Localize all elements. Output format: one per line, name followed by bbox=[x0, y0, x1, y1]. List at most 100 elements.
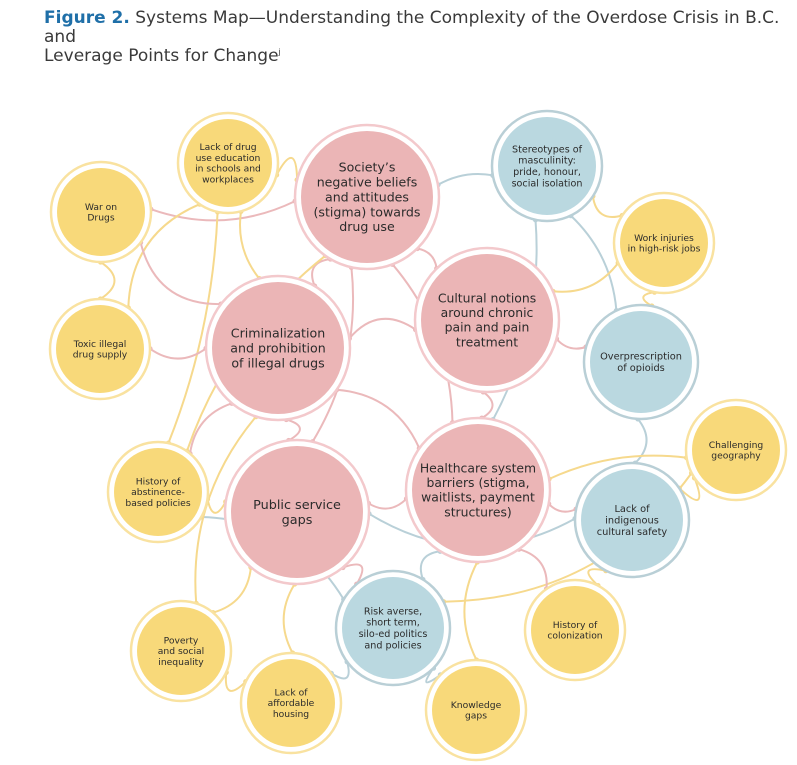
node-circle bbox=[432, 666, 520, 754]
node-label-line: short term, bbox=[366, 618, 420, 629]
node-label-line: Overprescription bbox=[600, 352, 682, 363]
connector-line bbox=[437, 172, 493, 186]
node-label-line: and attitudes bbox=[325, 189, 409, 204]
node-circle bbox=[137, 607, 225, 695]
node-circle bbox=[301, 131, 433, 263]
node-label-line: Lack of drug bbox=[199, 142, 256, 153]
node-label-line: gaps bbox=[465, 711, 487, 722]
node-label-line: abstinence- bbox=[131, 487, 185, 498]
node-label-line: workplaces bbox=[202, 175, 254, 186]
node-label-line: around chronic bbox=[441, 305, 534, 320]
node-label-line: and policies bbox=[364, 640, 421, 651]
node-label-line: drug use bbox=[339, 219, 395, 234]
node-label-line: inequality bbox=[158, 657, 204, 668]
connector-line bbox=[139, 242, 221, 306]
node-label-line: Stereotypes of bbox=[512, 144, 583, 155]
node-label-line: History of bbox=[136, 476, 181, 487]
connector-line bbox=[348, 317, 417, 340]
node-label-line: Poverty bbox=[164, 635, 199, 646]
node-label-line: based policies bbox=[125, 498, 190, 509]
node-circle bbox=[114, 448, 202, 536]
node-label-line: silo-ed politics bbox=[359, 629, 428, 640]
connector-line bbox=[150, 200, 296, 222]
node-label-line: History of bbox=[553, 620, 598, 631]
connector-line bbox=[342, 563, 364, 585]
node-label-line: pain and pain bbox=[445, 320, 530, 335]
node-circle bbox=[57, 168, 145, 256]
node-circle bbox=[590, 311, 692, 413]
connector-line bbox=[149, 347, 207, 360]
node-label-line: Work injuries bbox=[634, 233, 694, 244]
node-label-line: colonization bbox=[547, 631, 602, 642]
node-label-line: Risk averse, bbox=[364, 606, 422, 617]
connector-line bbox=[286, 418, 301, 442]
node-label-line: cultural safety bbox=[597, 527, 668, 538]
connector-line bbox=[127, 203, 201, 308]
node-label-line: use education bbox=[196, 153, 261, 164]
node-label-line: Toxic illegal bbox=[73, 339, 127, 350]
node-label-line: social isolation bbox=[512, 178, 583, 189]
node-label-line: waitlists, payment bbox=[421, 490, 535, 505]
connector-line bbox=[206, 498, 227, 514]
node-label-line: in high-risk jobs bbox=[628, 244, 701, 255]
connector-line bbox=[417, 247, 438, 269]
connector-line bbox=[99, 261, 116, 300]
node-label-line: War on bbox=[85, 202, 117, 213]
node-circle bbox=[692, 406, 780, 494]
connector-line bbox=[642, 291, 655, 307]
node-label-line: masculinity: bbox=[518, 156, 576, 167]
connector-line bbox=[167, 211, 219, 444]
node-label-line: Drugs bbox=[87, 213, 115, 224]
connector-line bbox=[212, 567, 252, 614]
node-label-line: Knowledge bbox=[451, 700, 502, 711]
node-label-line: pride, honour, bbox=[513, 167, 581, 178]
connector-line bbox=[189, 402, 233, 454]
connector-line bbox=[282, 583, 296, 654]
node-label-line: drug supply bbox=[73, 350, 128, 361]
connector-line bbox=[591, 196, 623, 218]
node-circle bbox=[342, 577, 444, 679]
connector-line bbox=[367, 497, 408, 510]
node-label-line: of opioids bbox=[617, 363, 665, 374]
node-label-line: barriers (stigma, bbox=[426, 475, 529, 490]
node-circle bbox=[421, 254, 553, 386]
node-label-line: Society’s bbox=[339, 160, 396, 175]
connector-line bbox=[481, 391, 494, 419]
connector-line bbox=[548, 454, 687, 480]
node-risk-averse-politics: Risk averse,short term,silo-ed politicsa… bbox=[334, 569, 452, 687]
node-circle bbox=[56, 305, 144, 393]
node-label-line: Healthcare system bbox=[420, 460, 536, 475]
node-label-line: in schools and bbox=[195, 164, 261, 175]
node-label-line: Lack of bbox=[614, 504, 650, 515]
node-circle bbox=[620, 199, 708, 287]
connector-line bbox=[570, 214, 618, 311]
connector-line bbox=[330, 661, 350, 680]
connector-line bbox=[678, 477, 701, 501]
node-label-line: Public service bbox=[253, 498, 341, 513]
figure-title-line1: Systems Map—Understanding the Complexity… bbox=[44, 8, 780, 47]
node-label-line: gaps bbox=[282, 513, 313, 528]
figure-label: Figure 2. bbox=[44, 8, 130, 28]
node-label-line: structures) bbox=[444, 504, 512, 519]
connector-line bbox=[552, 262, 619, 293]
connector-line bbox=[224, 672, 247, 692]
node-label-line: Challenging bbox=[709, 440, 764, 451]
node-label-line: and social bbox=[158, 646, 204, 657]
node-circle bbox=[531, 586, 619, 674]
figure-title: Figure 2. Systems Map—Understanding the … bbox=[44, 9, 784, 66]
connector-line bbox=[311, 258, 331, 287]
